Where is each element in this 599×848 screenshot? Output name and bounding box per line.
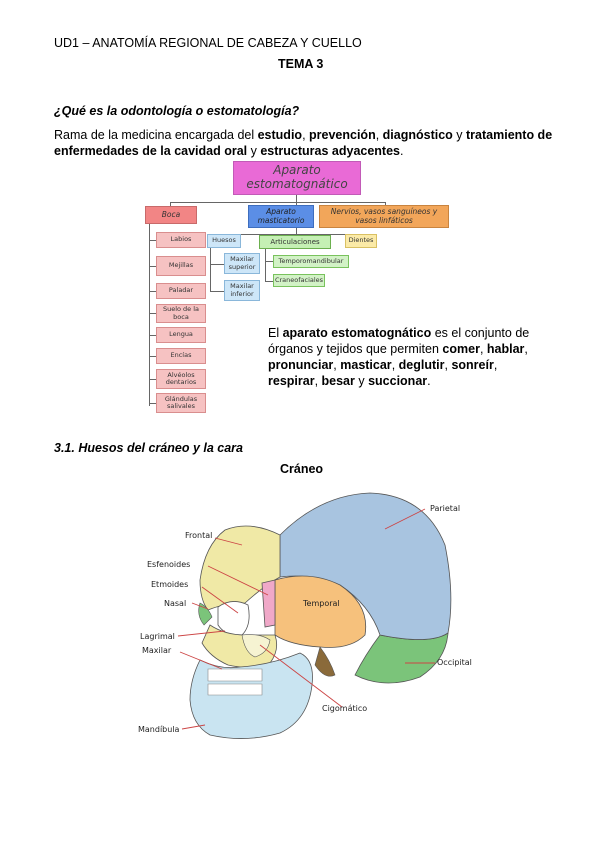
huesos-item: Maxilar inferior [224, 280, 260, 301]
boca-item: Labios [156, 232, 206, 248]
occipital-bone [354, 632, 449, 684]
skull-title: Cráneo [280, 462, 324, 476]
masticatorio-node: Aparato masticatorio [248, 205, 314, 228]
articulaciones-item: Temporomandibular [273, 255, 349, 268]
boca-item: Suelo de la boca [156, 304, 206, 323]
intro-paragraph: Rama de la medicina encargada del estudi… [54, 128, 553, 158]
boca-item: Paladar [156, 283, 206, 299]
label-etmoides: Etmoides [151, 580, 188, 589]
label-lagrimal: Lagrimal [140, 632, 175, 641]
boca-item: Mejillas [156, 256, 206, 276]
label-maxilar: Maxilar [142, 646, 172, 655]
boca-item: Glándulas salivales [156, 393, 206, 413]
frontal-bone [199, 525, 281, 611]
temporal-bone [274, 575, 367, 648]
label-nasal: Nasal [164, 599, 186, 608]
orbit [217, 601, 250, 636]
skull-illustration: Parietal Frontal Esfenoides Etmoides Nas… [138, 492, 472, 739]
mastoid-area [314, 646, 336, 677]
teeth [207, 668, 263, 682]
section-heading: 3.1. Huesos del cráneo y la cara [54, 441, 243, 455]
label-occipital: Occipital [437, 658, 472, 667]
definition-paragraph: El aparato estomatognático es el conjunt… [268, 326, 530, 388]
unit-header: UD1 – ANATOMÍA REGIONAL DE CABEZA Y CUEL… [54, 36, 362, 50]
articulaciones-item: Craneofaciales [273, 274, 325, 287]
dientes-node: Dientes [345, 234, 377, 248]
label-parietal: Parietal [430, 504, 460, 513]
label-esfenoides: Esfenoides [147, 560, 190, 569]
sphenoid-bone [261, 579, 276, 628]
boca-item: Alvéolos dentarios [156, 369, 206, 389]
nasal-bone [198, 602, 213, 626]
tema-title: TEMA 3 [278, 57, 324, 71]
boca-item: Encías [156, 348, 206, 364]
nervios-node: Nervios, vasos sanguíneos y vasos linfát… [319, 205, 449, 228]
label-cigomatico: Cigomático [322, 704, 367, 713]
root-node: Aparato estomatognático [233, 161, 361, 195]
label-mandibula: Mandíbula [138, 725, 180, 734]
boca-item: Lengua [156, 327, 206, 343]
mandible-bone [189, 652, 313, 739]
boca-node: Boca [145, 206, 197, 224]
label-frontal: Frontal [185, 531, 212, 540]
huesos-node: Huesos [207, 234, 241, 248]
articulaciones-node: Articulaciones [259, 235, 331, 249]
huesos-item: Maxilar superior [224, 253, 260, 274]
zygomatic-bone [241, 634, 271, 658]
question-heading: ¿Qué es la odontología o estomatología? [54, 104, 300, 118]
label-temporal: Temporal [302, 599, 340, 608]
